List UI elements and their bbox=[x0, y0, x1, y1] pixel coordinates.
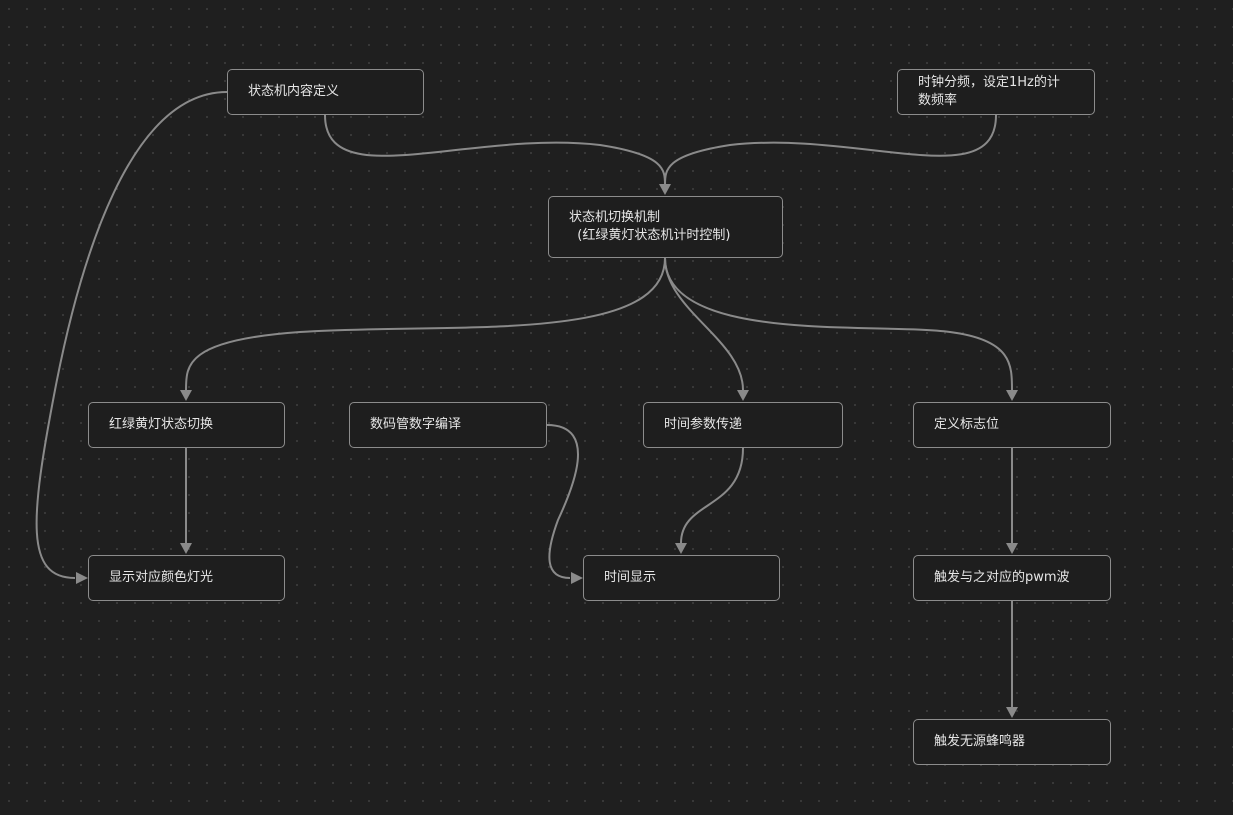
edge-fsm-def-to-fsm-switch bbox=[324, 114, 666, 186]
arrowhead bbox=[737, 390, 749, 401]
node-time-show[interactable]: 时间显示 bbox=[583, 555, 780, 601]
edge-fsm-switch-to-light-switch bbox=[185, 257, 666, 391]
edge-fsm-switch-to-time-param bbox=[664, 257, 744, 391]
node-fsm-def[interactable]: 状态机内容定义 bbox=[227, 69, 424, 115]
node-pwm[interactable]: 触发与之对应的pwm波 bbox=[913, 555, 1111, 601]
node-buzzer[interactable]: 触发无源蜂鸣器 bbox=[913, 719, 1111, 765]
node-label: 显示对应颜色灯光 bbox=[109, 570, 214, 585]
edge-fsm-switch-to-flag-def bbox=[664, 257, 1013, 391]
arrowhead bbox=[1006, 390, 1018, 401]
arrowhead bbox=[180, 543, 192, 554]
edge-time-param-to-time-show bbox=[680, 447, 744, 544]
arrowhead bbox=[1006, 543, 1018, 554]
node-label: 状态机内容定义 bbox=[248, 84, 340, 99]
node-label: 状态机切换机制 (红绿黄灯状态机计时控制) bbox=[569, 210, 731, 243]
node-seg-decode[interactable]: 数码管数字编译 bbox=[349, 402, 547, 448]
node-label: 时间显示 bbox=[604, 570, 657, 585]
arrowhead bbox=[675, 543, 687, 554]
arrowhead bbox=[76, 572, 88, 584]
node-time-param[interactable]: 时间参数传递 bbox=[643, 402, 843, 448]
node-label: 红绿黄灯状态切换 bbox=[109, 417, 214, 432]
arrowhead bbox=[180, 390, 192, 401]
arrowhead bbox=[1006, 707, 1018, 718]
arrowhead bbox=[571, 572, 583, 584]
node-label: 时间参数传递 bbox=[664, 417, 743, 432]
node-label: 数码管数字编译 bbox=[370, 417, 462, 432]
node-light-switch[interactable]: 红绿黄灯状态切换 bbox=[88, 402, 285, 448]
edge-seg-decode-to-time-show bbox=[546, 424, 579, 579]
node-flag-def[interactable]: 定义标志位 bbox=[913, 402, 1111, 448]
node-label: 时钟分频，设定1Hz的计 数频率 bbox=[918, 75, 1060, 108]
arrowhead bbox=[659, 184, 671, 195]
node-label: 触发与之对应的pwm波 bbox=[934, 570, 1070, 585]
node-clock-div[interactable]: 时钟分频，设定1Hz的计 数频率 bbox=[897, 69, 1095, 115]
node-label: 定义标志位 bbox=[934, 417, 1000, 432]
node-fsm-switch[interactable]: 状态机切换机制 (红绿黄灯状态机计时控制) bbox=[548, 196, 783, 258]
edge-fsm-def-to-show-light bbox=[35, 91, 228, 579]
node-show-light[interactable]: 显示对应颜色灯光 bbox=[88, 555, 285, 601]
edge-clock-div-to-fsm-switch bbox=[664, 114, 997, 186]
node-label: 触发无源蜂鸣器 bbox=[934, 734, 1026, 749]
